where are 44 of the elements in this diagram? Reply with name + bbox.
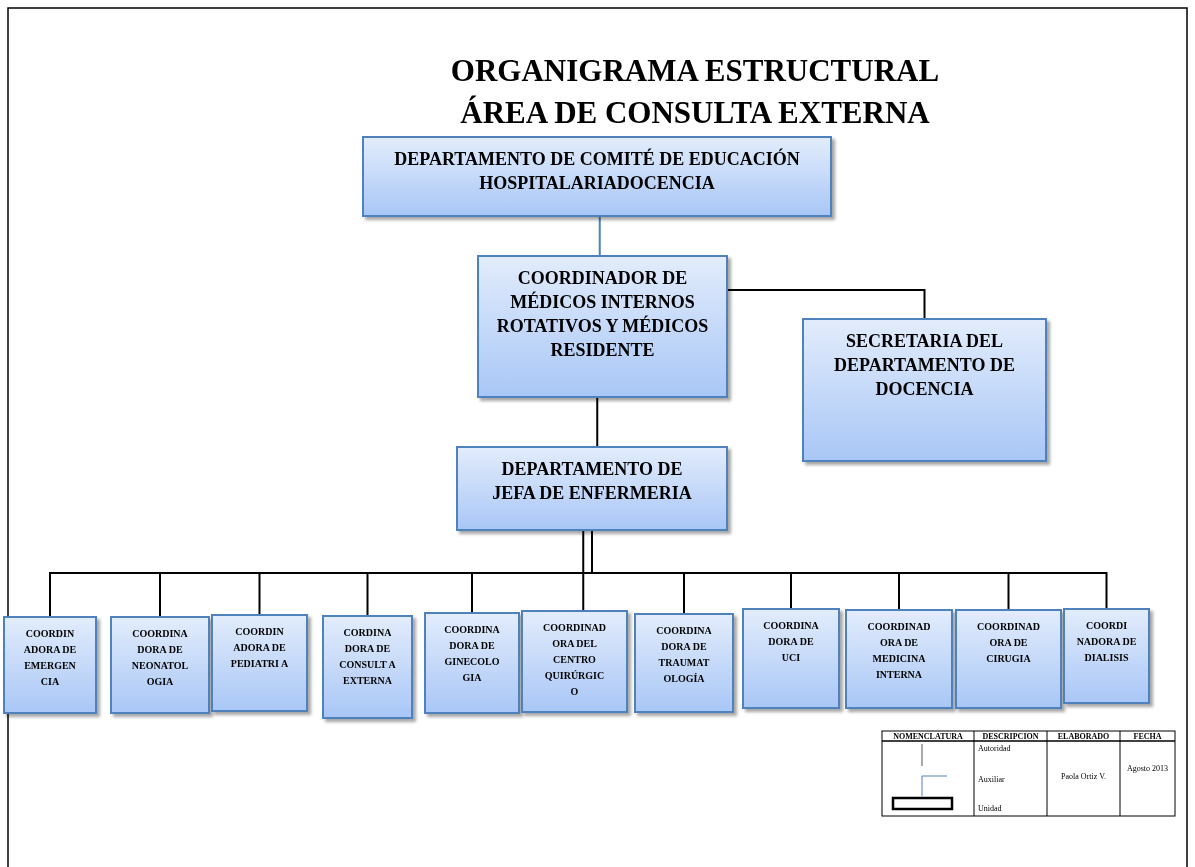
unit-name: COORDINA DORA DE TRAUMAT OLOGÍA [655,624,713,686]
unit-name: COORDIN ADORA DE PEDIATRI A [229,625,290,671]
unit-box [456,446,728,531]
unit-name: COORDINA DORA DE GINECOLO GIA [443,623,501,685]
unit-name: COORDINAD ORA DE MEDICINA INTERNA [866,620,932,682]
unit-name: COORDIN ADORA DE EMERGEN CIA [22,627,78,689]
unit-box [845,609,953,709]
unit-box [802,318,1047,462]
unit-name: COORDINA DORA DE UCI [762,619,820,665]
unit-name: DEPARTAMENTO DE JEFA DE ENFERMERIA [491,458,693,505]
unit-box [1063,608,1150,704]
unit-box [634,613,734,713]
unit-box [955,609,1062,709]
unit-name: CORDINA DORA DE CONSULT A EXTERNA [338,626,397,688]
unit-name: SECRETARIA DEL DEPARTAMENTO DE DOCENCIA [833,330,1016,401]
unit-box [3,616,97,714]
connector-line [598,216,601,256]
unit-box [362,136,832,217]
unit-name: COORDI NADORA DE DIALISIS [1075,619,1138,665]
table-cell-text: Paola Ortiz V. [1060,772,1107,781]
connector-line [727,289,926,319]
table-cell-text: Auxiliar [978,775,1006,784]
connector-line [582,530,585,611]
table-cell-text: Unidad [978,804,1003,813]
table-header: FECHA [1132,732,1163,741]
table-header: NOMENCLATURA [892,732,964,741]
table-header: DESCRIPCION [981,732,1040,741]
connector-line [596,397,599,447]
unit-box [110,616,210,714]
table-cell-text: Autoridad [978,744,1012,753]
unit-box [424,612,520,714]
table-cell-text: Agosto 2013 [1125,764,1170,773]
unit-name: COORDINAD ORA DEL CENTRO QUIRÚRGIC O [542,621,607,699]
unit-box [211,614,308,712]
diagram-title: ORGANIGRAMA ESTRUCTURAL ÁREA DE CONSULTA EXTERNA [449,52,941,132]
table-header: ELABORADO [1056,732,1111,741]
unit-box [742,608,840,709]
unit-name: COORDINAD ORA DE CIRUGIA [976,620,1041,666]
unit-name: COORDINA DORA DE NEONATOL OGIA [130,627,190,689]
unit-box [521,610,628,713]
unit-box [322,615,413,719]
unit-name: DEPARTAMENTO DE COMITÉ DE EDUCACIÓN HOSPITALARIADOCENCIA [393,147,801,195]
unit-box [477,255,728,398]
unit-name: COORDINADOR DE MÉDICOS INTERNOS ROTATIVOS Y MÉDICOS RESIDENTE [495,267,710,362]
